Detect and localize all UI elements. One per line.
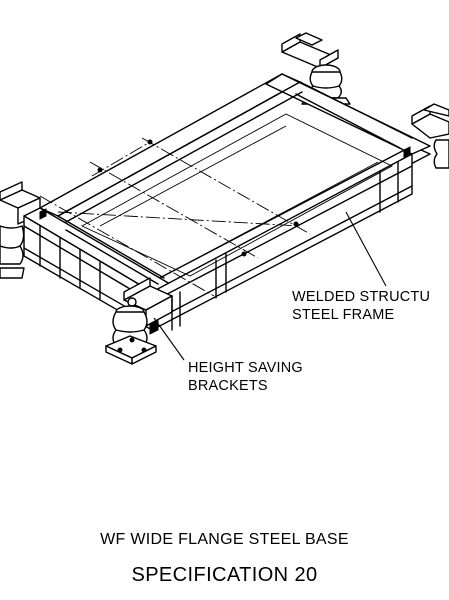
isolator-front xyxy=(105,305,157,365)
caption-subtitle: WF WIDE FLANGE STEEL BASE xyxy=(100,531,349,548)
steel-frame xyxy=(23,73,431,335)
center-lines xyxy=(39,137,311,297)
height-saving-label-line2: BRACKETS xyxy=(188,378,268,394)
welded-frame-label-line1: WELDED STRUCTU xyxy=(292,289,431,305)
welded-frame-leader xyxy=(345,211,387,287)
height-saving-callout: HEIGHT SAVING BRACKETS xyxy=(188,359,303,395)
isolator-back xyxy=(281,32,351,105)
height-saving-leader xyxy=(153,317,185,361)
height-saving-label-line1: HEIGHT SAVING xyxy=(188,360,303,376)
welded-frame-label-line2: STEEL FRAME xyxy=(292,307,395,323)
height-saving-bracket xyxy=(123,277,181,331)
welded-frame-callout: WELDED STRUCTU STEEL FRAME xyxy=(292,288,430,324)
isolator-right xyxy=(411,103,449,169)
caption-title: SPECIFICATION 20 xyxy=(131,564,318,586)
